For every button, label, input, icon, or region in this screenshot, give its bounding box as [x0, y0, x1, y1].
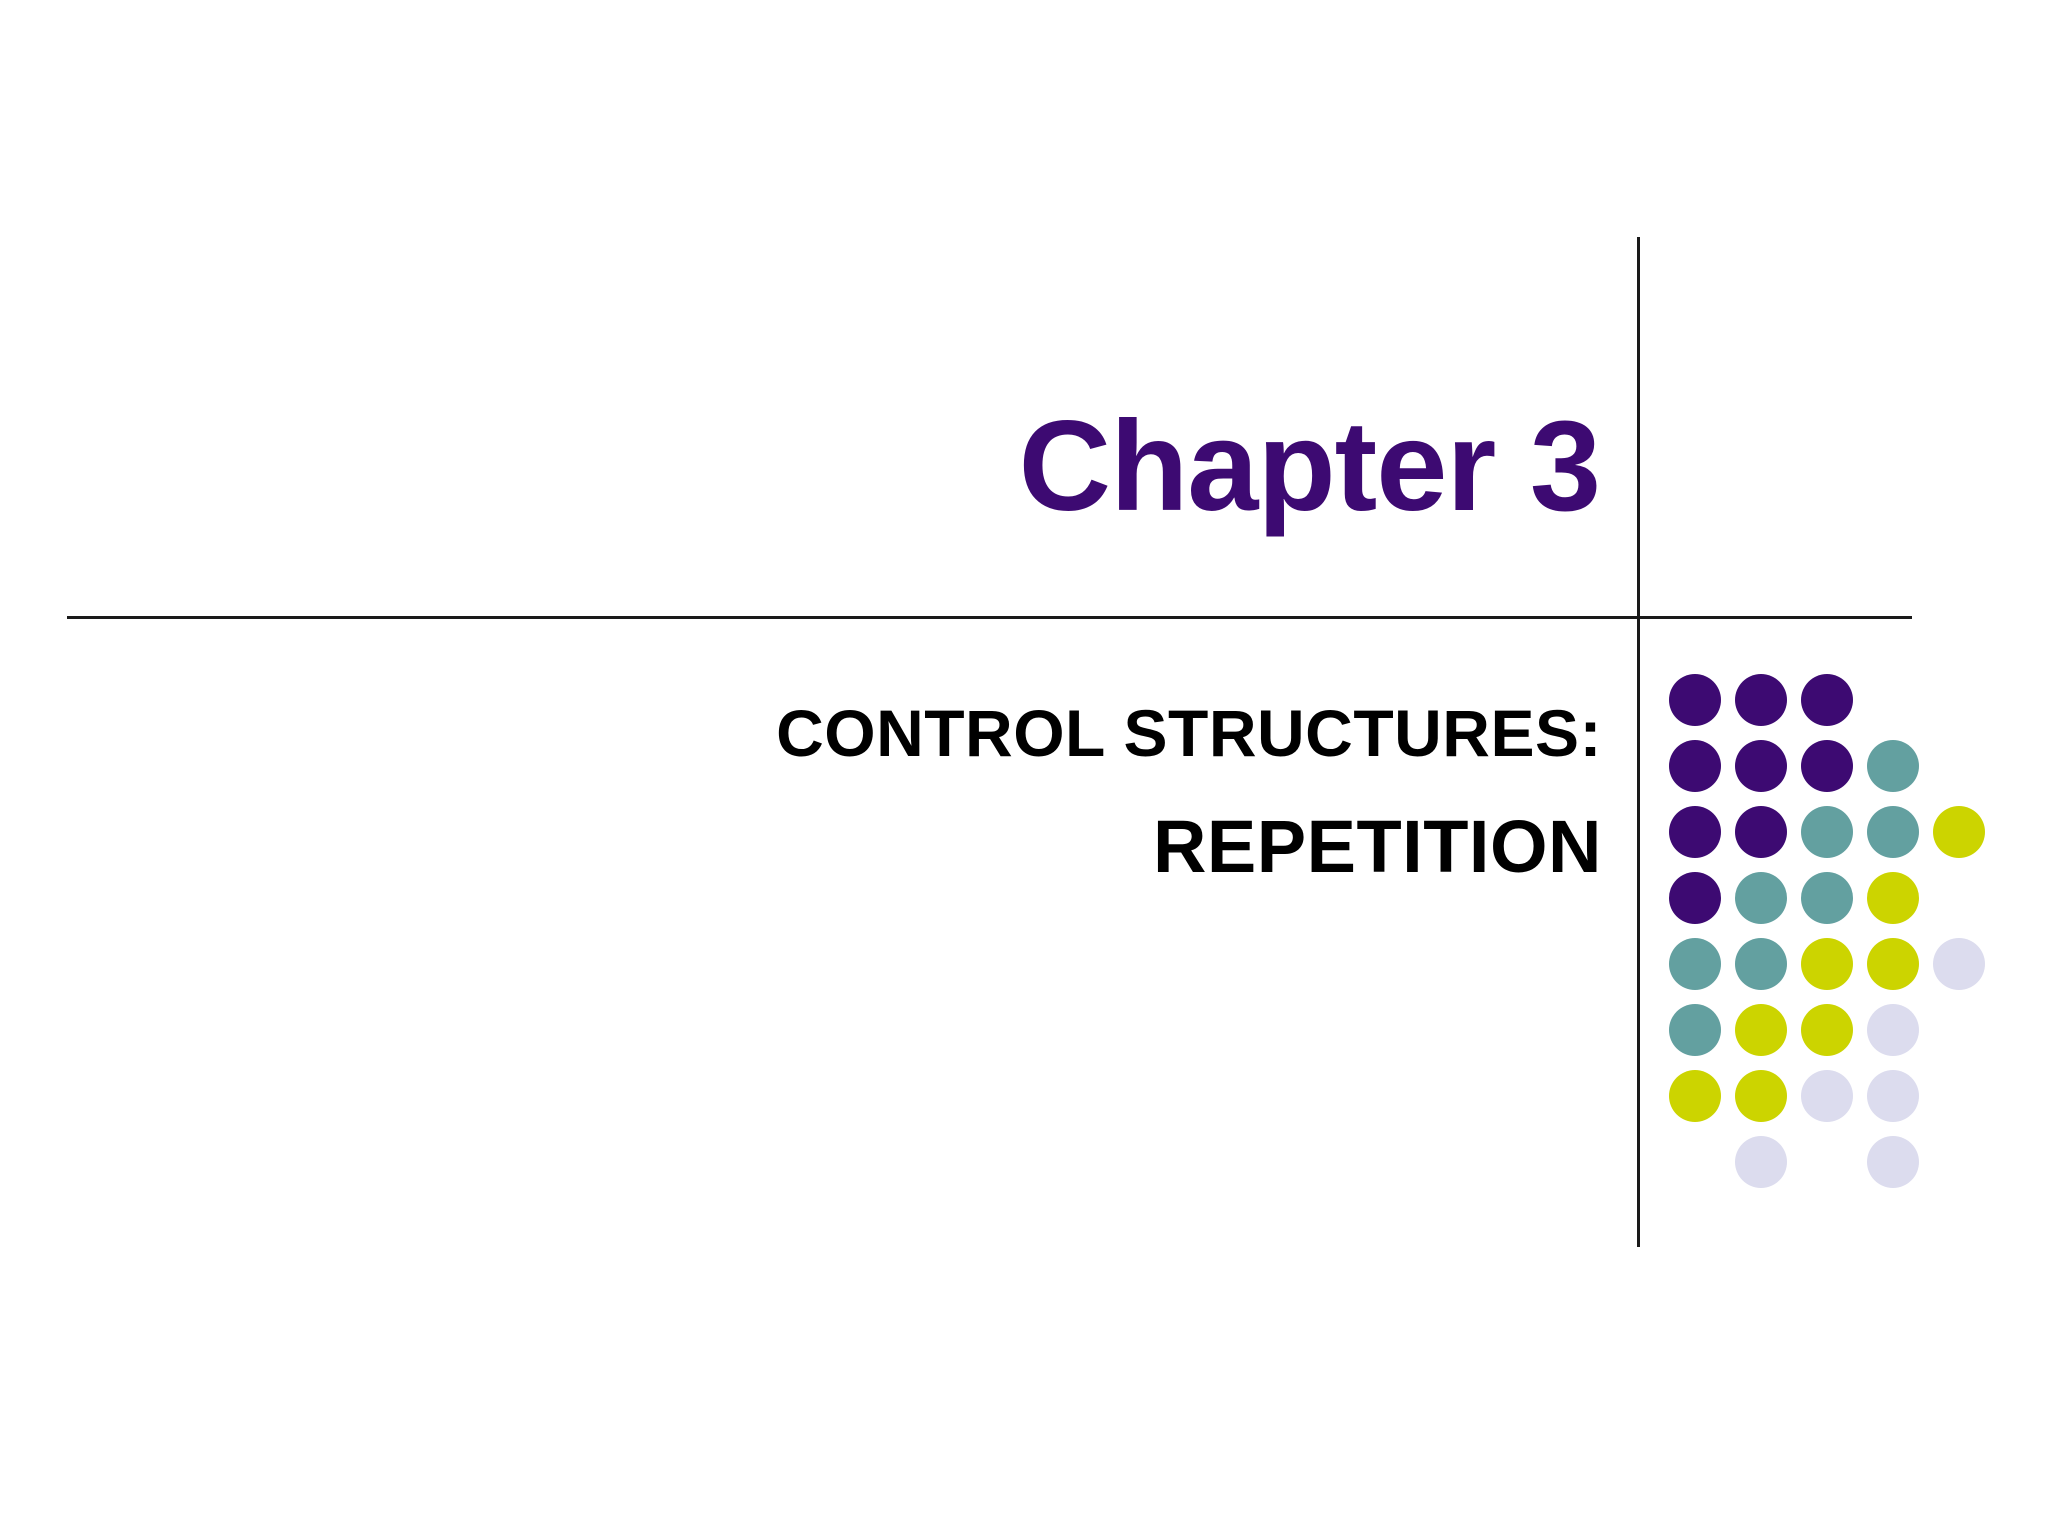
dot-cell	[1663, 998, 1729, 1064]
dot-yellow	[1801, 1004, 1853, 1056]
dot-lavender	[1801, 1070, 1853, 1122]
dot-cell	[1729, 1130, 1795, 1196]
dot-cell	[1729, 866, 1795, 932]
dot-cell	[1663, 1130, 1729, 1196]
dot-yellow	[1801, 938, 1853, 990]
dot-lavender	[1735, 1136, 1787, 1188]
dot-cell	[1663, 866, 1729, 932]
dot-cell	[1861, 998, 1927, 1064]
dot-teal	[1801, 872, 1853, 924]
dot-cell	[1795, 998, 1861, 1064]
dot-yellow	[1867, 872, 1919, 924]
dot-cell	[1663, 800, 1729, 866]
dot-cell	[1927, 668, 1993, 734]
dot-cell	[1663, 668, 1729, 734]
dot-cell	[1861, 932, 1927, 998]
dot-teal	[1867, 806, 1919, 858]
dot-yellow	[1933, 806, 1985, 858]
dot-teal	[1867, 740, 1919, 792]
dot-lavender	[1867, 1004, 1919, 1056]
dot-purple	[1801, 674, 1853, 726]
dot-teal	[1735, 872, 1787, 924]
dot-cell	[1795, 734, 1861, 800]
dot-purple	[1669, 806, 1721, 858]
dot-cell	[1663, 932, 1729, 998]
slide-subtitle-line-1: CONTROL STRUCTURES:	[776, 696, 1602, 770]
dot-cell	[1861, 734, 1927, 800]
dot-purple	[1801, 740, 1853, 792]
dot-cell	[1927, 998, 1993, 1064]
dot-cell	[1663, 734, 1729, 800]
dot-cell	[1795, 668, 1861, 734]
dot-purple	[1669, 674, 1721, 726]
dot-purple	[1735, 806, 1787, 858]
horizontal-rule-line	[67, 616, 1912, 619]
dot-cell	[1795, 866, 1861, 932]
slide-subtitle-line-2: REPETITION	[1152, 805, 1602, 888]
dot-cell	[1927, 932, 1993, 998]
dot-cell	[1795, 800, 1861, 866]
dot-cell	[1861, 800, 1927, 866]
slide-title: Chapter 3	[0, 395, 1601, 538]
dot-teal	[1735, 938, 1787, 990]
dot-cell	[1927, 1064, 1993, 1130]
dot-cell	[1927, 1130, 1993, 1196]
dot-cell	[1927, 734, 1993, 800]
slide-subtitle: CONTROL STRUCTURES: REPETITION	[0, 700, 1602, 884]
dot-cell	[1861, 866, 1927, 932]
dot-lavender	[1933, 938, 1985, 990]
dot-purple	[1669, 872, 1721, 924]
dot-cell	[1927, 866, 1993, 932]
dot-cell	[1795, 1064, 1861, 1130]
dot-lavender	[1867, 1136, 1919, 1188]
dot-cell	[1861, 668, 1927, 734]
dot-yellow	[1867, 938, 1919, 990]
vertical-rule-line	[1637, 237, 1640, 1247]
dot-cell	[1729, 668, 1795, 734]
dot-purple	[1735, 740, 1787, 792]
slide-title-text: Chapter 3	[1018, 395, 1601, 538]
dot-cell	[1927, 800, 1993, 866]
dot-teal	[1801, 806, 1853, 858]
dot-teal	[1669, 938, 1721, 990]
dot-yellow	[1669, 1070, 1721, 1122]
dot-cell	[1729, 734, 1795, 800]
dot-purple	[1735, 674, 1787, 726]
dot-lavender	[1867, 1070, 1919, 1122]
dot-cell	[1795, 1130, 1861, 1196]
dot-purple	[1669, 740, 1721, 792]
decorative-dot-grid	[1663, 668, 1993, 1196]
dot-cell	[1729, 998, 1795, 1064]
dot-cell	[1729, 932, 1795, 998]
dot-cell	[1729, 800, 1795, 866]
dot-cell	[1663, 1064, 1729, 1130]
dot-cell	[1795, 932, 1861, 998]
dot-yellow	[1735, 1004, 1787, 1056]
dot-cell	[1861, 1064, 1927, 1130]
dot-cell	[1729, 1064, 1795, 1130]
dot-cell	[1861, 1130, 1927, 1196]
dot-teal	[1669, 1004, 1721, 1056]
dot-yellow	[1735, 1070, 1787, 1122]
